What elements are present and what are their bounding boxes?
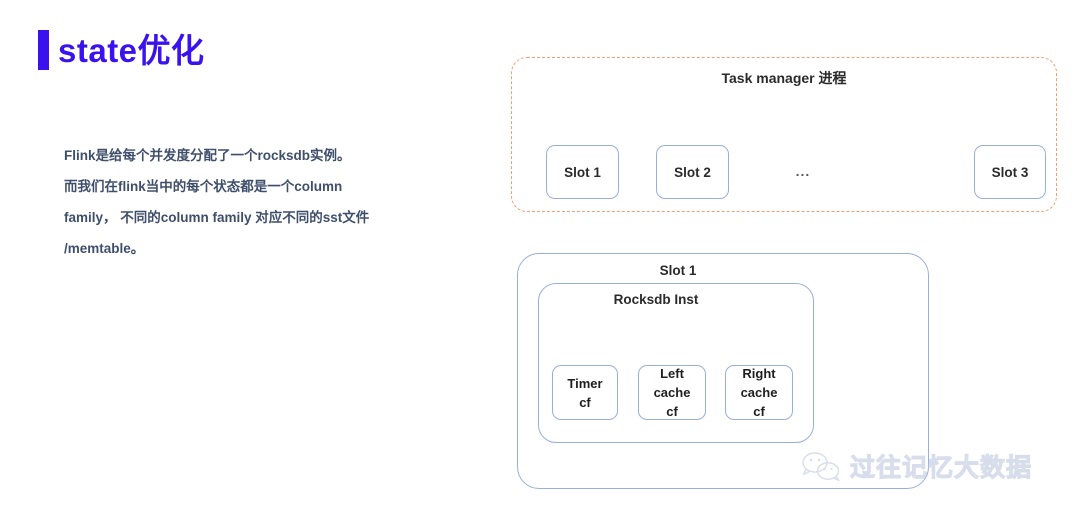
cf-left-line-3: cf bbox=[666, 404, 678, 419]
column-family-box-right-cache[interactable]: Right cache cf bbox=[725, 365, 793, 420]
slot-box-3[interactable]: Slot 3 bbox=[974, 145, 1046, 199]
body-paragraph: Flink是给每个并发度分配了一个rocksdb实例。 而我们在flink当中的… bbox=[64, 140, 434, 264]
column-family-box-left-cache[interactable]: Left cache cf bbox=[638, 365, 706, 420]
cf-left-line-2: cache bbox=[653, 385, 691, 400]
cf-timer-line-2: cf bbox=[579, 394, 591, 410]
rocksdb-instance-title: Rocksdb Inst bbox=[613, 292, 699, 307]
body-line-3: family， 不同的column family 对应不同的sst文件 bbox=[64, 210, 370, 225]
slot-ellipsis-label: ... bbox=[795, 163, 811, 179]
cf-right-line-2: cache bbox=[740, 385, 778, 400]
slot-box-1[interactable]: Slot 1 bbox=[546, 145, 619, 199]
page-title: state优化 bbox=[38, 30, 205, 70]
cf-left-line-1: Left bbox=[660, 366, 684, 381]
body-line-2: 而我们在flink当中的每个状态都是一个column bbox=[64, 179, 343, 194]
cf-right-line-1: Right bbox=[742, 366, 776, 381]
cf-timer-line-1: Timer bbox=[567, 375, 603, 391]
cf-right-line-3: cf bbox=[753, 404, 765, 419]
title-label: state优化 bbox=[58, 31, 205, 69]
slot-detail-title: Slot 1 bbox=[659, 263, 697, 278]
task-manager-title: Task manager 进程 bbox=[721, 70, 847, 86]
body-line-1: Flink是给每个并发度分配了一个rocksdb实例。 bbox=[64, 148, 351, 163]
title-accent-bar bbox=[38, 30, 49, 70]
slot-box-2[interactable]: Slot 2 bbox=[656, 145, 729, 199]
column-family-box-timer[interactable]: Timer cf bbox=[552, 365, 618, 420]
body-line-4: /memtable。 bbox=[64, 241, 145, 256]
